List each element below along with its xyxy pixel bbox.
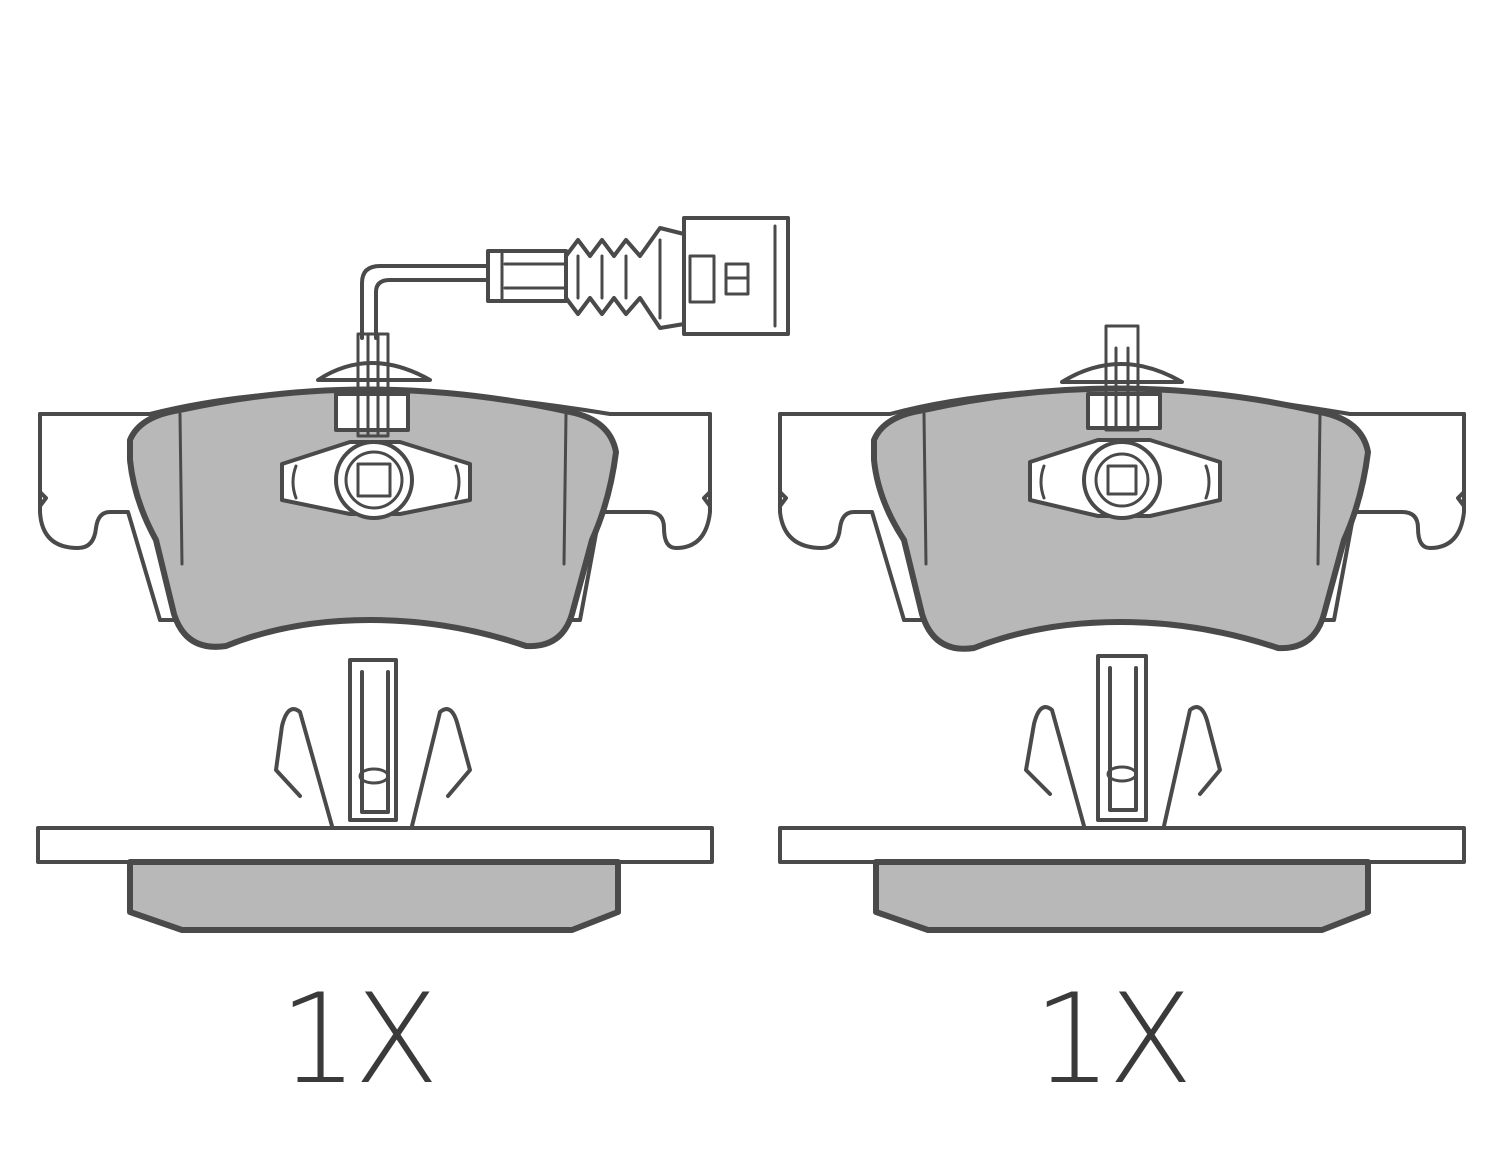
retaining-clip	[1024, 654, 1222, 828]
quantity-label-left: 1X	[279, 968, 439, 1112]
quantity-label-right: 1X	[1033, 968, 1193, 1112]
right-brake-pad	[778, 324, 1466, 933]
wear-sensor	[360, 216, 790, 340]
sensor-mount	[280, 332, 472, 520]
side-view	[778, 826, 1466, 933]
side-view	[36, 826, 714, 933]
left-brake-pad	[36, 216, 790, 933]
retaining-clip	[274, 658, 472, 828]
pin-mount	[1028, 324, 1222, 520]
